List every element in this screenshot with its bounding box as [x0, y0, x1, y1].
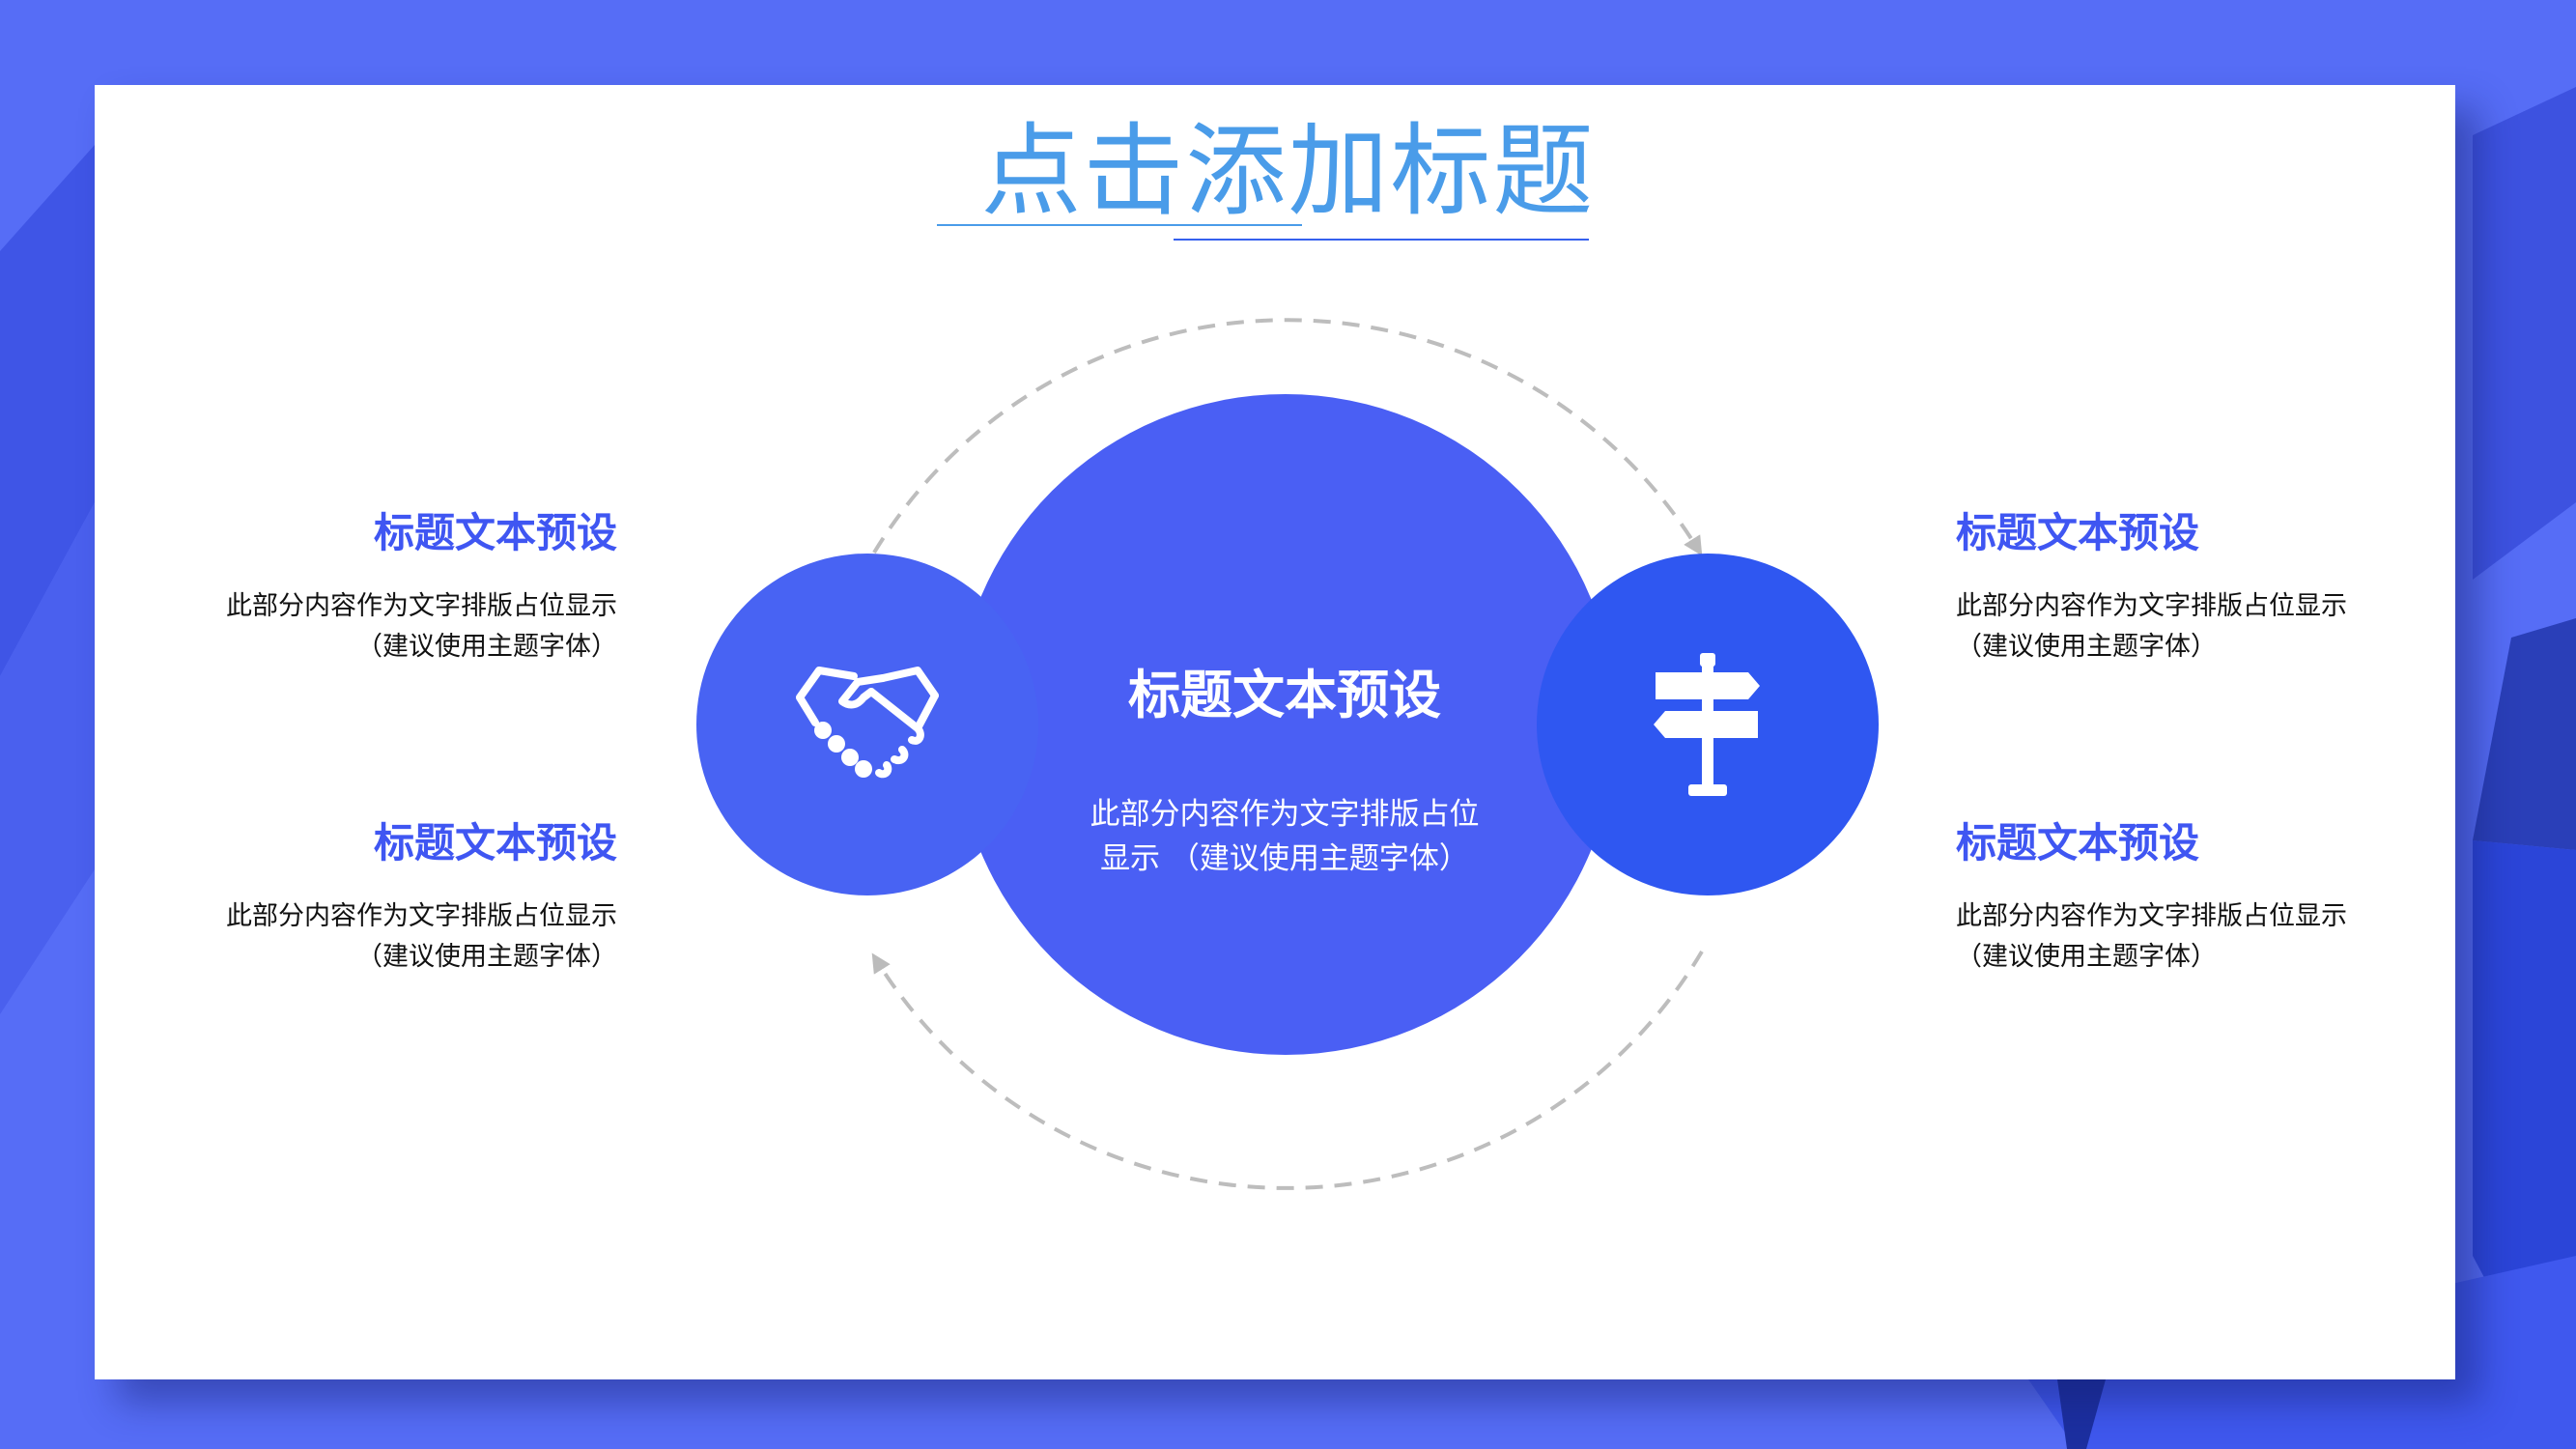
left-bottom-body-line-2: （建议使用主题字体）	[356, 942, 617, 972]
center-body[interactable]: 此部分内容作为文字排版占位 显示 （建议使用主题字体）	[1024, 792, 1545, 881]
right-top-body[interactable]: 此部分内容作为文字排版占位显示 （建议使用主题字体）	[1956, 586, 2347, 668]
handshake-icon	[796, 667, 939, 779]
dashed-arc-bottom	[871, 950, 1704, 1190]
right-bottom-body-line-2: （建议使用主题字体）	[1956, 942, 2217, 972]
left-bottom-title[interactable]: 标题文本预设	[373, 819, 617, 867]
signpost-icon	[1654, 653, 1760, 796]
left-top-body[interactable]: 此部分内容作为文字排版占位显示 （建议使用主题字体）	[226, 586, 617, 668]
right-top-title[interactable]: 标题文本预设	[1956, 509, 2200, 556]
right-bottom-body[interactable]: 此部分内容作为文字排版占位显示 （建议使用主题字体）	[1956, 896, 2347, 978]
title-underline-left	[937, 224, 1302, 226]
slide-title[interactable]: 点击添加标题	[980, 112, 1596, 230]
title-underline-right	[1174, 239, 1589, 241]
left-circle	[696, 554, 1038, 895]
left-top-title[interactable]: 标题文本预设	[373, 509, 617, 556]
right-bottom-body-line-1: 此部分内容作为文字排版占位显示	[1956, 901, 2347, 931]
left-top-body-line-1: 此部分内容作为文字排版占位显示	[226, 591, 617, 621]
left-bottom-body[interactable]: 此部分内容作为文字排版占位显示 （建议使用主题字体）	[226, 896, 617, 978]
center-heading[interactable]: 标题文本预设	[1128, 665, 1441, 725]
left-top-body-line-2: （建议使用主题字体）	[356, 632, 617, 662]
center-body-line-1: 此部分内容作为文字排版占位	[1090, 797, 1480, 832]
center-circle	[955, 394, 1616, 1055]
left-bottom-body-line-1: 此部分内容作为文字排版占位显示	[226, 901, 617, 931]
center-body-line-2: 显示 （建议使用主题字体）	[1100, 841, 1469, 876]
right-bottom-title[interactable]: 标题文本预设	[1956, 819, 2200, 867]
dashed-arc-top	[872, 318, 1703, 556]
right-top-body-line-1: 此部分内容作为文字排版占位显示	[1956, 591, 2347, 621]
right-top-body-line-2: （建议使用主题字体）	[1956, 632, 2217, 662]
